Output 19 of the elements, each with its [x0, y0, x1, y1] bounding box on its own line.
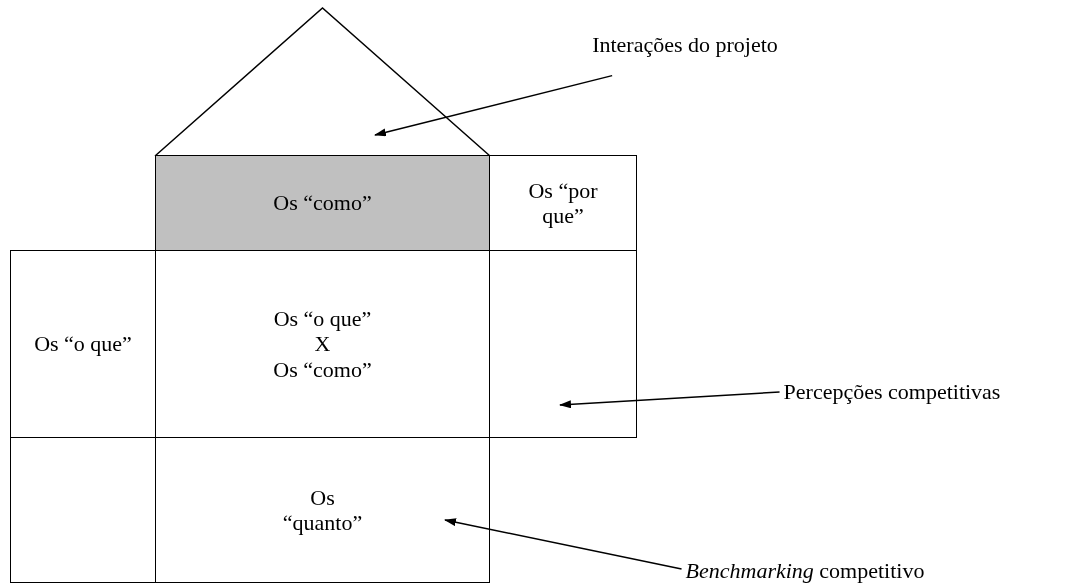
matrix-cell: [489, 250, 637, 438]
matrix-cell: [10, 250, 156, 438]
callout-label: Percepções competitivas: [783, 379, 1001, 405]
leader-arrow: [559, 391, 781, 409]
callout-label: Interações do projeto: [592, 32, 778, 58]
cell-label: Os “como”: [273, 356, 372, 382]
cell-label: Os “o que”: [34, 331, 132, 357]
leader-arrow: [444, 518, 683, 570]
leader-arrow: [374, 74, 613, 137]
matrix-cell: [155, 155, 490, 251]
callout-label: Benchmarking competitivo: [685, 558, 925, 584]
matrix-cell: [489, 155, 637, 251]
cell-label: Os “o que”: [273, 306, 372, 332]
cell-label: X: [314, 331, 331, 357]
matrix-cell: [155, 437, 490, 583]
matrix-cell: [10, 437, 156, 583]
cell-label: Os “quanto”: [281, 484, 364, 536]
cell-label: Os “como”: [273, 190, 372, 216]
cell-label: Os “por que”: [527, 177, 599, 229]
